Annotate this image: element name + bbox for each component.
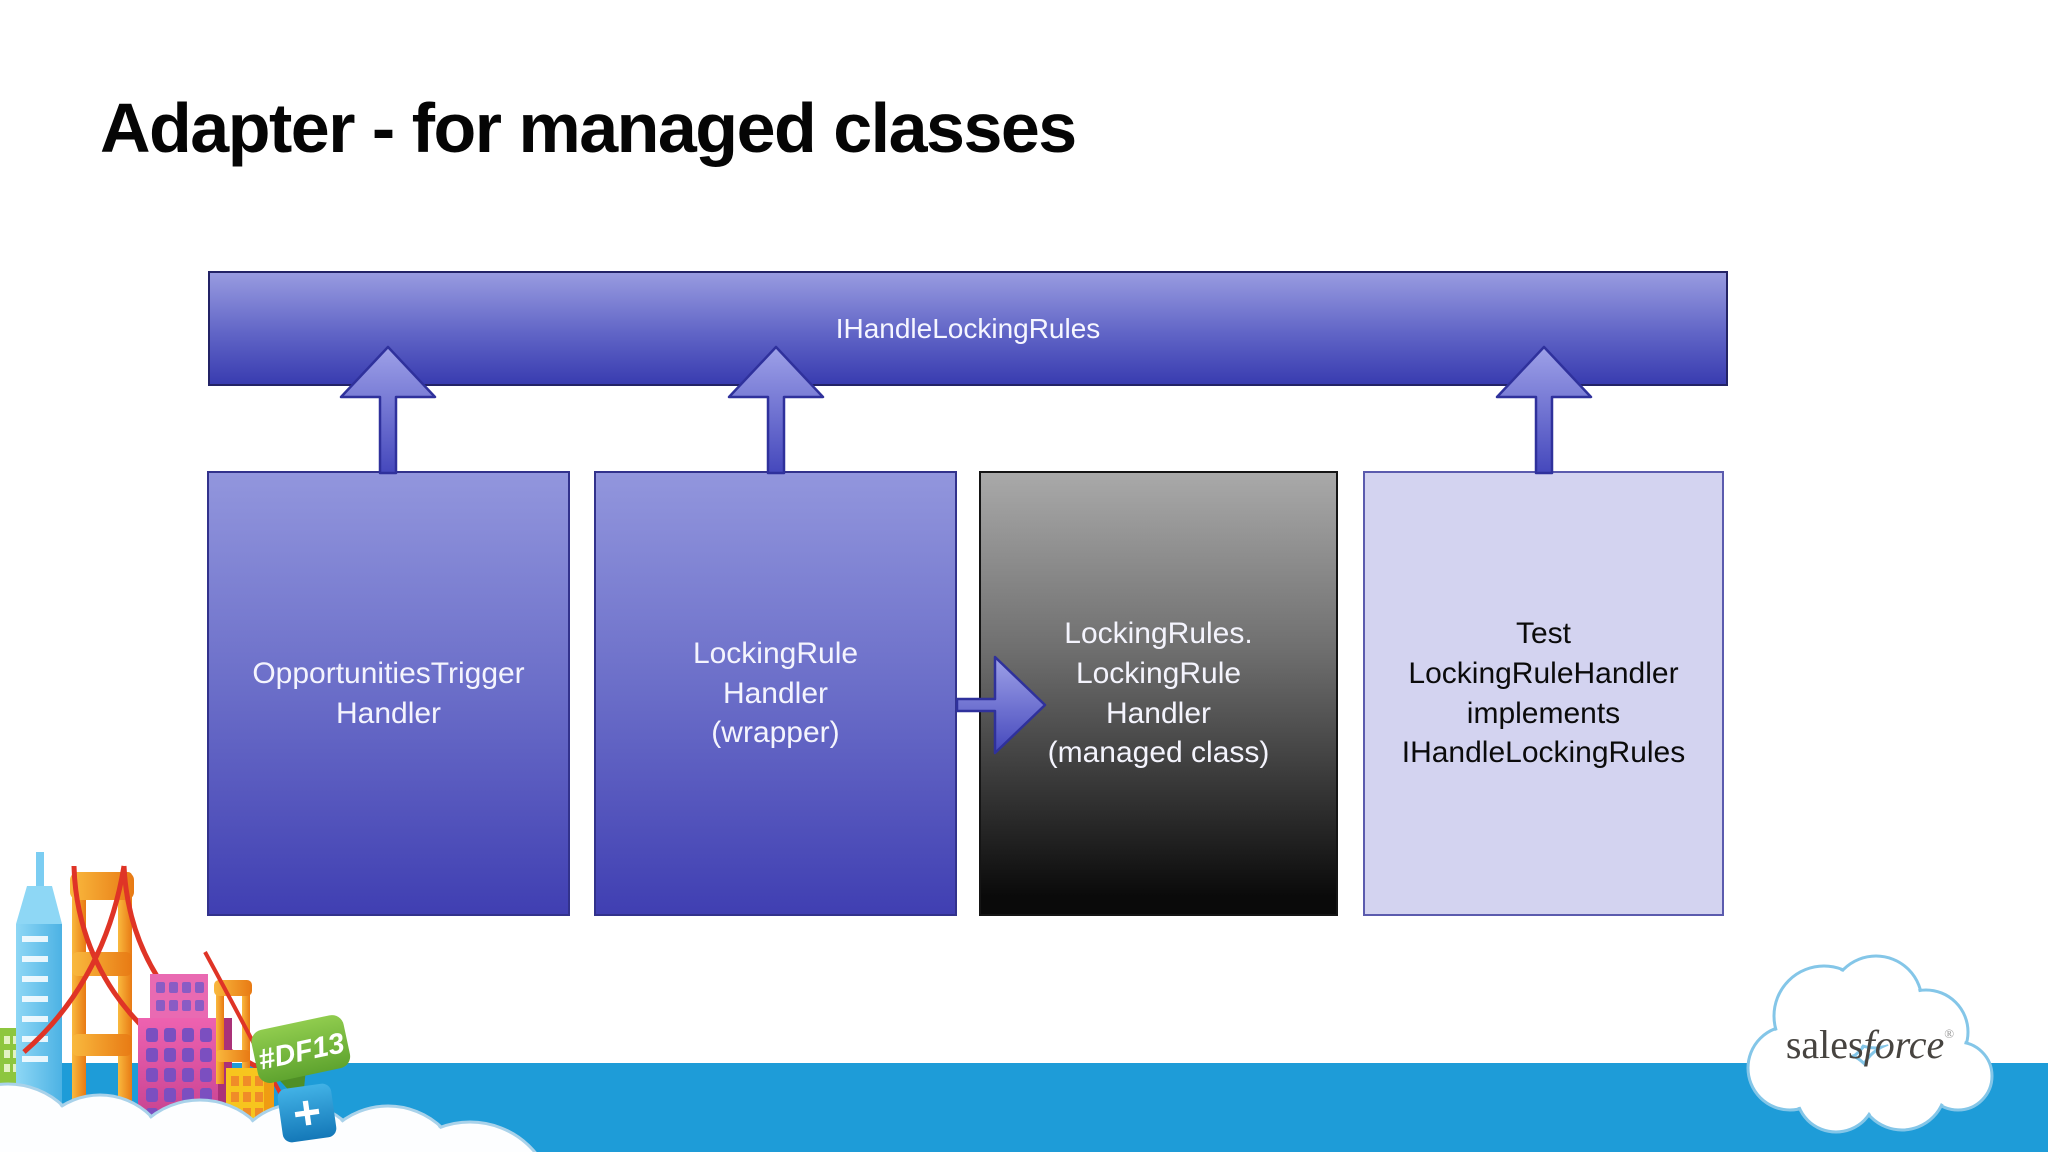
- salesforce-wordmark-force: force: [1864, 1022, 1945, 1067]
- box-label-line: LockingRule: [692, 636, 859, 670]
- box-label: Test LockingRuleHandler implements IHand…: [1402, 614, 1686, 774]
- class-box-locking-rules-managed-class: LockingRules. LockingRule Handler (manag…: [979, 471, 1338, 916]
- plus-tile-icon: +: [277, 1083, 337, 1143]
- box-label-line: LockingRule: [1075, 656, 1242, 690]
- blue-skyscraper-icon: [16, 852, 62, 1106]
- class-box-test-locking-rule-handler: Test LockingRuleHandler implements IHand…: [1363, 471, 1724, 916]
- class-box-opportunities-trigger-handler: OpportunitiesTrigger Handler: [207, 471, 570, 916]
- interface-bar-ihandlelockingrules: IHandleLockingRules: [208, 271, 1728, 386]
- dreamforce-city-illustration: #DF13 +: [0, 852, 537, 1152]
- df13-badge: #DF13: [251, 1015, 351, 1105]
- box-label-line: (wrapper): [711, 716, 840, 750]
- interface-bar-label: IHandleLockingRules: [835, 312, 1101, 344]
- box-label-line: Handler: [722, 676, 829, 710]
- box-label-line: implements: [1466, 696, 1621, 730]
- registered-mark-icon: ®: [1944, 1026, 1954, 1041]
- class-box-locking-rule-handler-wrapper: LockingRule Handler (wrapper): [594, 471, 957, 916]
- box-label: LockingRules. LockingRule Handler (manag…: [1048, 614, 1270, 774]
- salesforce-wordmark-sales: sales: [1786, 1022, 1864, 1067]
- box-label-line: OpportunitiesTrigger: [252, 656, 525, 690]
- box-label-line: IHandleLockingRules: [1401, 736, 1686, 770]
- box-label-line: Handler: [335, 696, 442, 730]
- box-label: OpportunitiesTrigger Handler: [252, 654, 524, 734]
- box-label-line: Handler: [1105, 696, 1212, 730]
- box-label-line: LockingRules.: [1064, 616, 1253, 650]
- box-label-line: Test: [1515, 616, 1571, 650]
- salesforce-cloud-icon: [1746, 954, 1994, 1134]
- slide-title: Adapter - for managed classes: [100, 89, 1077, 167]
- box-label-line: (managed class): [1047, 736, 1270, 770]
- cloud-illustration: [0, 1082, 537, 1152]
- box-label: LockingRule Handler (wrapper): [693, 634, 858, 754]
- small-bridge-tower-icon: [203, 951, 287, 1103]
- box-label-line: LockingRuleHandler: [1408, 656, 1679, 690]
- salesforce-logo: salesforce®: [1746, 954, 1994, 1134]
- salesforce-wordmark: salesforce®: [1786, 1022, 1954, 1067]
